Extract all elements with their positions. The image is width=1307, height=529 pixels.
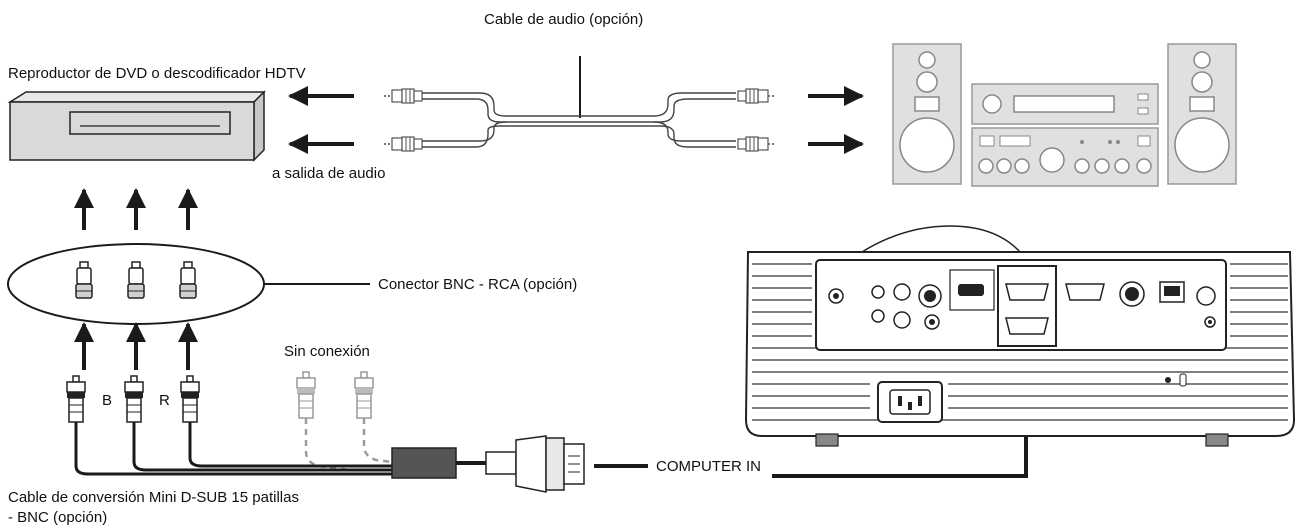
bnc-plug-g [66,375,86,423]
bnc-label-b: B [102,392,112,409]
amplifier [971,83,1159,187]
dvd-player [7,90,266,162]
bnc-plug-b [124,375,144,423]
bnc-plug-unused-2 [354,371,374,419]
conversion-cable-label-line1: Cable de conversión Mini D-SUB 15 patill… [8,489,299,506]
speaker-left [892,43,962,185]
bnc-label-r: R [159,392,170,409]
bnc-rca-adapter-1 [75,261,93,299]
bnc-plug-r [180,375,200,423]
audio-plug-right-1 [737,88,777,104]
bnc-rca-adapter-2 [127,261,145,299]
audio-plug-right-2 [737,136,777,152]
dvd-player-label: Reproductor de DVD o descodificador HDTV [8,65,306,82]
stereo-system [892,43,1237,187]
conversion-cable-wires [74,422,392,476]
cable-breakout-box [391,447,457,479]
unused-wire-2 [362,418,393,464]
audio-cable [422,92,736,148]
unused-wire-1 [304,418,351,472]
audio-plug-left-2 [383,136,423,152]
bnc-rca-adapter-3 [179,261,197,299]
projector [744,225,1296,447]
computer-in-label: COMPUTER IN [656,458,761,475]
bnc-plug-unused-1 [296,371,316,419]
audio-cable-label: Cable de audio (opción) [484,11,643,28]
audio-out-label: a salida de audio [272,165,385,182]
mini-dsub-connector [485,435,585,493]
speaker-right [1167,43,1237,185]
conversion-cable-label-line2: - BNC (opción) [8,509,107,526]
audio-plug-left-1 [383,88,423,104]
no-connection-label: Sin conexión [284,343,370,360]
bnc-rca-label: Conector BNC - RCA (opción) [378,276,577,293]
